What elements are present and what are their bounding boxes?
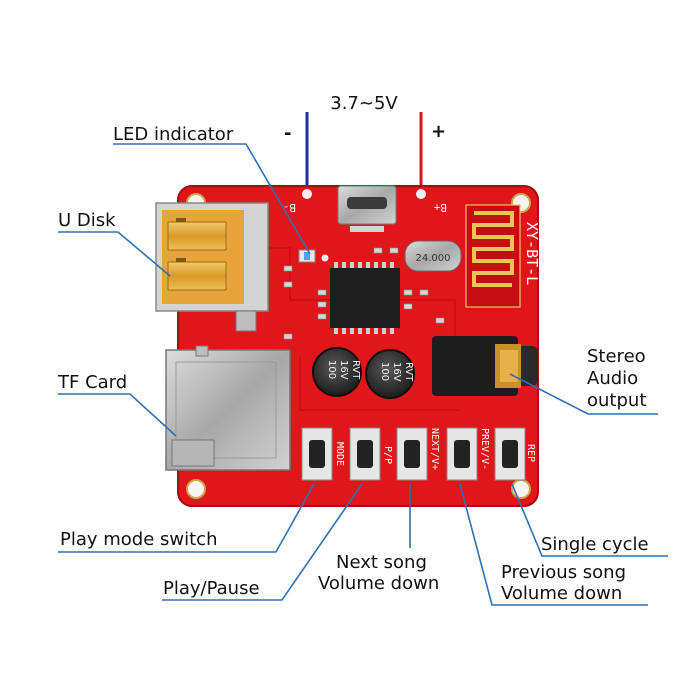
negative-symbol: - bbox=[284, 123, 291, 144]
button-mode: MODE bbox=[301, 427, 345, 481]
leader-lines bbox=[58, 143, 668, 606]
label-u-disk: U Disk bbox=[58, 210, 116, 231]
pad-negative-label: B- bbox=[283, 201, 296, 214]
leader-single-cycle bbox=[511, 483, 668, 557]
button-previous: PREV/V- bbox=[446, 427, 490, 481]
mounting-hole bbox=[186, 479, 206, 499]
leader-play-pause bbox=[162, 483, 363, 601]
leader-led bbox=[113, 143, 311, 255]
button-prev-label: PREV/V- bbox=[479, 428, 490, 470]
button-pp-label: P/P bbox=[382, 446, 393, 464]
smd-components bbox=[283, 247, 445, 340]
capacitor-left-voltage: 16V bbox=[338, 360, 349, 380]
label-led-indicator: LED indicator bbox=[113, 124, 234, 145]
capacitor-left: 100 16V RVT bbox=[312, 347, 362, 397]
capacitor-right-value: 100 bbox=[379, 362, 390, 381]
led-indicator bbox=[298, 249, 329, 263]
capacitor-right: 100 16V RVT bbox=[365, 349, 415, 399]
capacitor-left-brand: RVT bbox=[350, 360, 361, 380]
audio-jack bbox=[432, 336, 538, 396]
label-output: output bbox=[587, 390, 646, 411]
micro-usb-port bbox=[337, 185, 397, 232]
leader-previous bbox=[459, 483, 648, 606]
label-play-pause: Play/Pause bbox=[163, 578, 260, 599]
leader-play-mode bbox=[58, 483, 315, 553]
leader-u-disk bbox=[58, 231, 171, 277]
label-tf-card: TF Card bbox=[57, 372, 127, 393]
crystal-label: 24.000 bbox=[416, 253, 451, 264]
leader-tf-card bbox=[58, 393, 177, 437]
label-play-mode-switch: Play mode switch bbox=[60, 529, 218, 550]
label-next-song: Next song bbox=[336, 552, 427, 573]
button-play-pause: P/P bbox=[349, 427, 393, 481]
positive-symbol: + bbox=[431, 121, 446, 142]
leader-stereo bbox=[509, 373, 658, 415]
button-rep-label: REP bbox=[525, 444, 536, 462]
tf-card-slot bbox=[165, 345, 291, 471]
capacitor-left-value: 100 bbox=[326, 360, 337, 379]
main-ic-chip bbox=[330, 262, 400, 334]
button-next-label: NEXT/V+ bbox=[429, 428, 440, 470]
label-audio: Audio bbox=[587, 368, 638, 389]
label-single-cycle: Single cycle bbox=[541, 534, 649, 555]
crystal-oscillator: 24.000 bbox=[404, 240, 462, 272]
label-previous-volume: Volume down bbox=[501, 583, 622, 604]
capacitor-right-brand: RVT bbox=[403, 362, 414, 382]
label-previous-song: Previous song bbox=[501, 562, 626, 583]
pcb-antenna: XY-BT-L bbox=[465, 204, 541, 308]
label-next-volume: Volume down bbox=[318, 573, 439, 594]
board-model-label: XY-BT-L bbox=[523, 222, 541, 285]
button-repeat: REP bbox=[494, 427, 536, 481]
voltage-label: 3.7~5V bbox=[330, 93, 398, 114]
button-mode-label: MODE bbox=[334, 442, 345, 466]
label-stereo: Stereo bbox=[587, 346, 646, 367]
capacitor-right-voltage: 16V bbox=[391, 362, 402, 382]
usb-a-port bbox=[155, 202, 269, 332]
pad-positive-label: B+ bbox=[433, 201, 447, 214]
button-next: NEXT/V+ bbox=[396, 427, 440, 481]
